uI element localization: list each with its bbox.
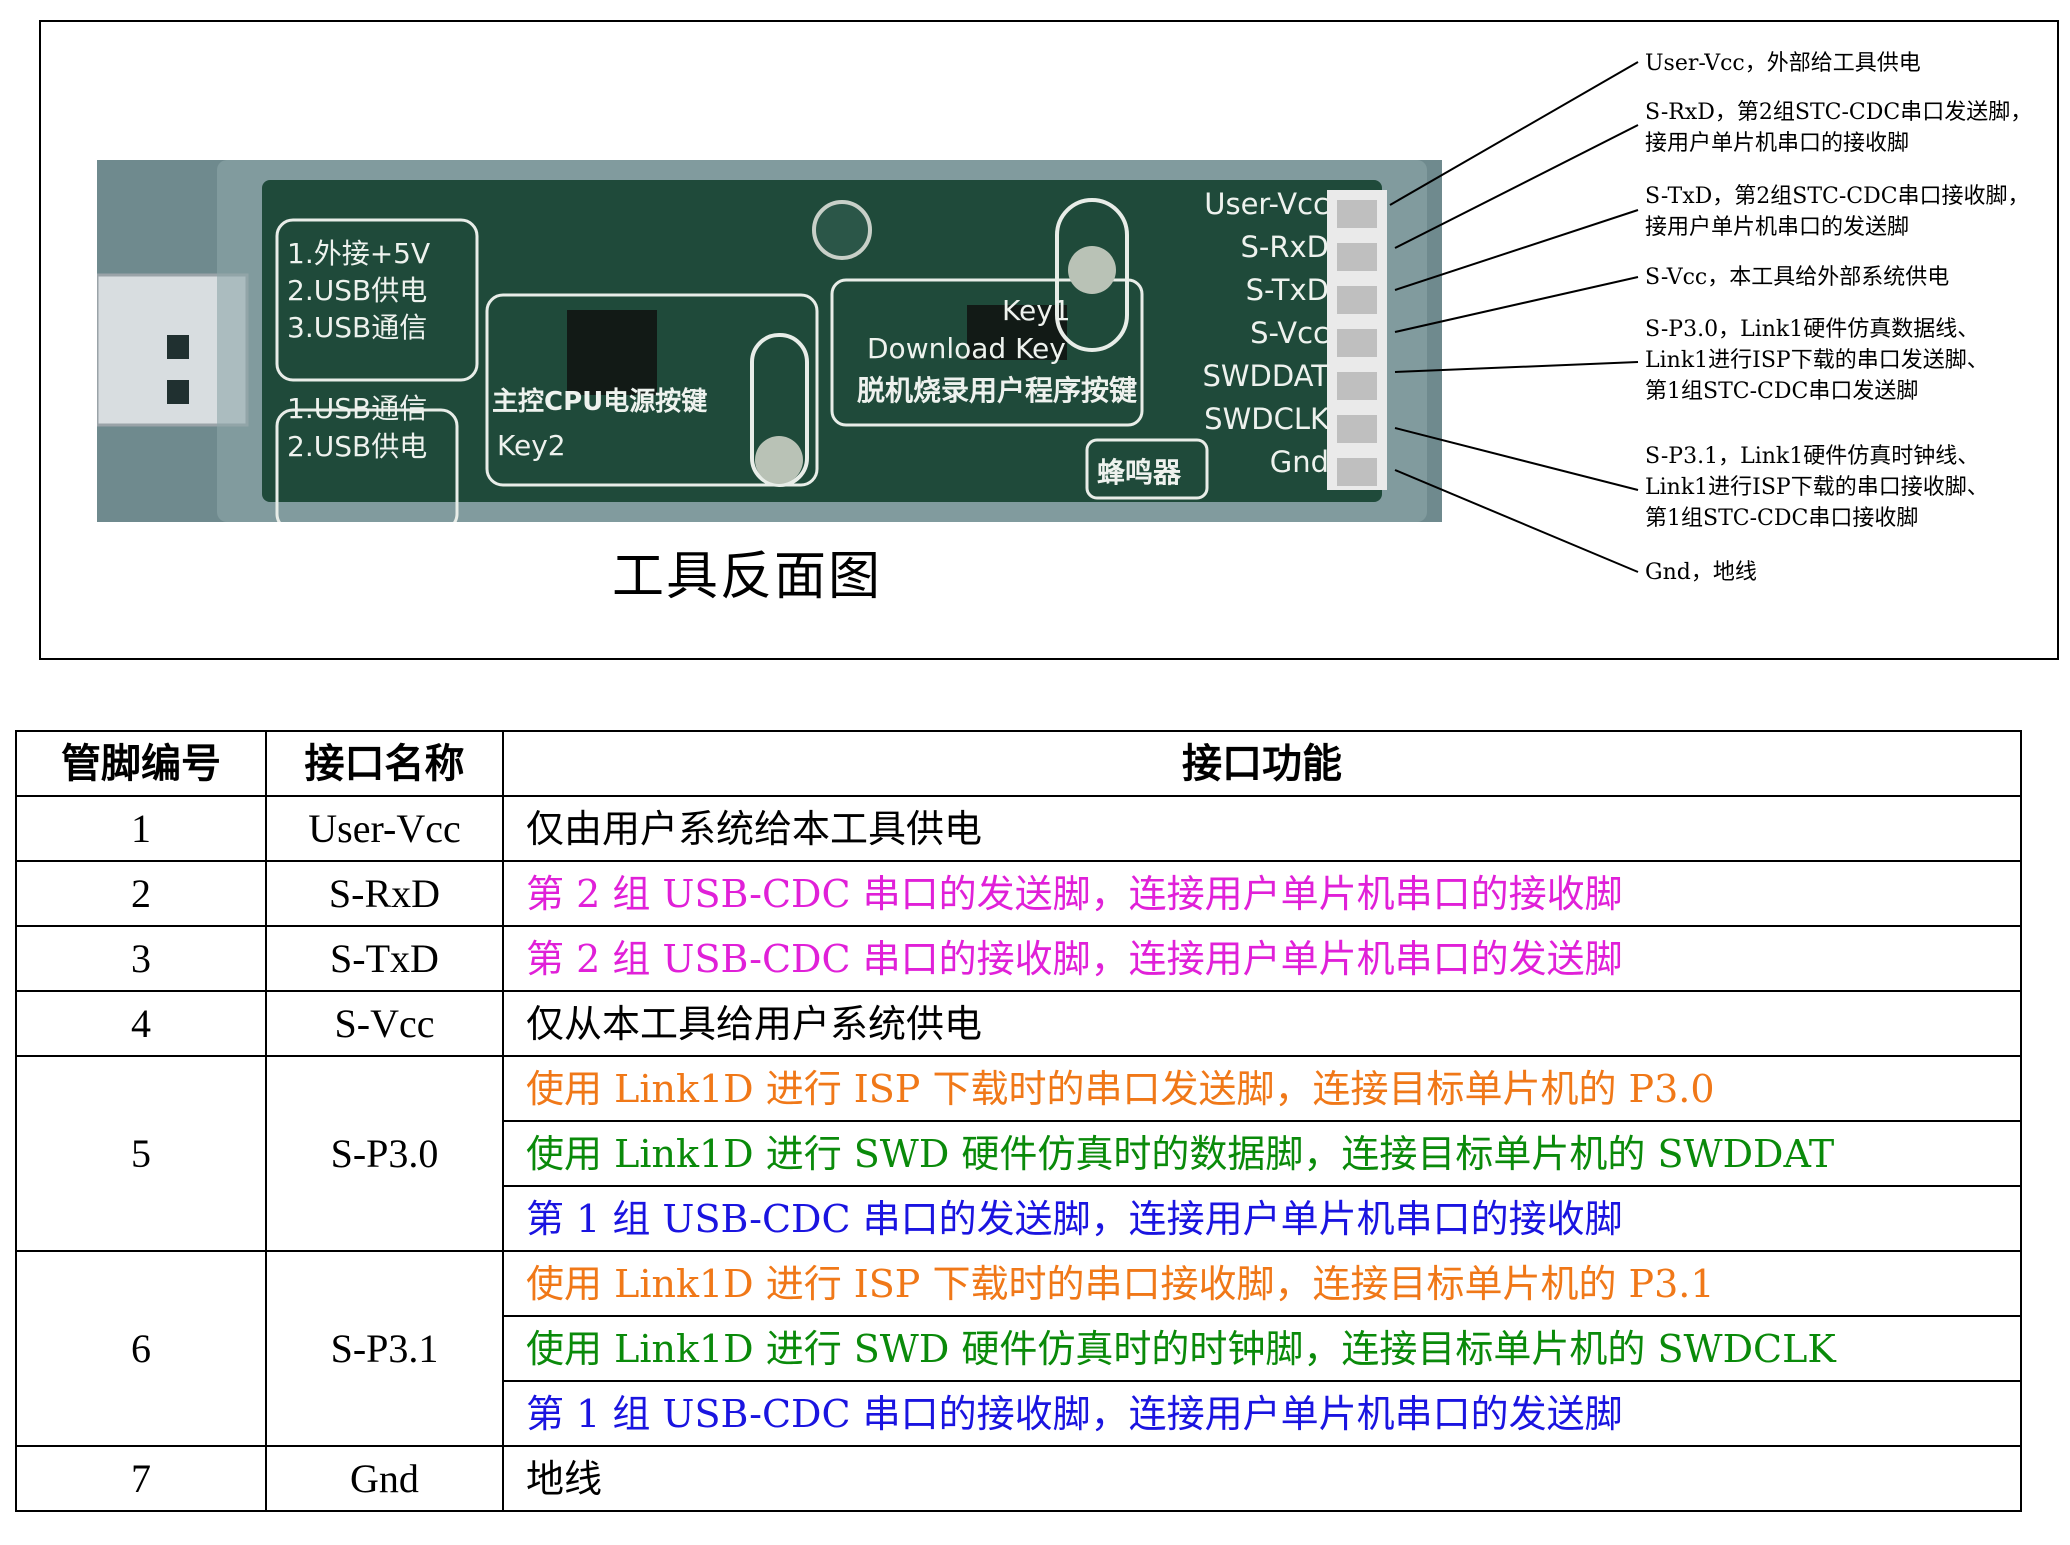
- interface-function-cell: 使用 Link1D 进行 SWD 硬件仿真时的时钟脚，连接目标单片机的 SWDC…: [502, 1315, 2022, 1382]
- interface-function-cell: 仅从本工具给用户系统供电: [502, 990, 2022, 1057]
- board-pin-user-vcc: User-Vcc: [1204, 187, 1329, 221]
- interface-name-cell: Gnd: [265, 1445, 504, 1512]
- interface-name-cell: User-Vcc: [265, 795, 504, 862]
- interface-name-cell: S-P3.1: [265, 1250, 504, 1447]
- pin-number-cell: 4: [15, 990, 267, 1057]
- device-photo: 1.外接+5V 2.USB供电 3.USB通信 1.USB通信 2.USB供电 …: [97, 160, 1442, 522]
- callout-s-p31: S-P3.1，Link1硬件仿真时钟线、 Link1进行ISP下载的串口接收脚、…: [1645, 444, 1989, 531]
- board-pin-gnd: Gnd: [1270, 445, 1329, 479]
- interface-function-cell: 使用 Link1D 进行 ISP 下载时的串口发送脚，连接目标单片机的 P3.0: [502, 1055, 2022, 1122]
- board-label-power-2: 2.USB供电: [287, 274, 427, 307]
- pin-number-cell: 3: [15, 925, 267, 992]
- board-label-download-key: Download Key: [867, 332, 1066, 365]
- callout-s-rxd: S-RxD，第2组STC-CDC串口发送脚， 接用户单片机串口的接收脚: [1645, 100, 2033, 156]
- board-pin-s-rxd: S-RxD: [1240, 230, 1329, 264]
- callout-s-txd: S-TxD，第2组STC-CDC串口接收脚， 接用户单片机串口的发送脚: [1645, 184, 2030, 240]
- board-pin-swddat: SWDDAT: [1202, 359, 1329, 393]
- interface-function-cell: 仅由用户系统给本工具供电: [502, 795, 2022, 862]
- board-label-power-1: 1.外接+5V: [287, 237, 430, 270]
- pin-number-cell: 6: [15, 1250, 267, 1447]
- interface-function-cell: 第 2 组 USB-CDC 串口的接收脚，连接用户单片机串口的发送脚: [502, 925, 2022, 992]
- board-pin-s-txd: S-TxD: [1246, 273, 1329, 307]
- table-row: 使用 Link1D 进行 SWD 硬件仿真时的数据脚，连接目标单片机的 SWDD…: [16, 1120, 2022, 1187]
- board-label-usb-1: 1.USB通信: [287, 392, 427, 425]
- figure-frame: [39, 20, 2059, 660]
- interface-function-cell: 使用 Link1D 进行 SWD 硬件仿真时的数据脚，连接目标单片机的 SWDD…: [502, 1120, 2022, 1187]
- callout-s-vcc: S-Vcc，本工具给外部系统供电: [1645, 265, 1950, 290]
- pin-number-cell: 1: [15, 795, 267, 862]
- interface-name-cell: S-TxD: [265, 925, 504, 992]
- interface-function-cell: 第 1 组 USB-CDC 串口的接收脚，连接用户单片机串口的发送脚: [502, 1380, 2022, 1447]
- board-label-key2: Key2: [497, 429, 566, 462]
- interface-name-cell: S-P3.0: [265, 1055, 504, 1252]
- table-header-row: 管脚编号 接口名称 接口功能: [15, 730, 2022, 797]
- board-label-main-power-key: 主控CPU电源按键: [492, 386, 707, 417]
- interface-function-cell: 第 1 组 USB-CDC 串口的发送脚，连接用户单片机串口的接收脚: [502, 1185, 2022, 1252]
- board-label-buzzer: 蜂鸣器: [1097, 456, 1182, 489]
- pin-number-cell: 7: [15, 1445, 267, 1512]
- board-label-key1: Key1: [1002, 294, 1071, 327]
- board-label-offline-key: 脱机烧录用户程序按键: [857, 374, 1137, 407]
- table-row: 使用 Link1D 进行 SWD 硬件仿真时的时钟脚，连接目标单片机的 SWDC…: [16, 1315, 2022, 1382]
- figure-caption: 工具反面图: [612, 547, 883, 607]
- interface-function-cell: 第 2 组 USB-CDC 串口的发送脚，连接用户单片机串口的接收脚: [502, 860, 2022, 927]
- header-pin-number: 管脚编号: [15, 730, 267, 797]
- interface-function-cell: 地线: [502, 1445, 2022, 1512]
- table-row: 第 1 组 USB-CDC 串口的发送脚，连接用户单片机串口的接收脚: [16, 1185, 2022, 1252]
- pin-number-cell: 2: [15, 860, 267, 927]
- board-pin-swdclk: SWDCLK: [1204, 402, 1330, 436]
- board-pin-s-vcc: S-Vcc: [1250, 316, 1329, 350]
- interface-function-cell: 使用 Link1D 进行 ISP 下载时的串口接收脚，连接目标单片机的 P3.1: [502, 1250, 2022, 1317]
- table-row: 第 1 组 USB-CDC 串口的接收脚，连接用户单片机串口的发送脚: [16, 1380, 2022, 1447]
- header-interface-name: 接口名称: [265, 730, 504, 797]
- interface-name-cell: S-RxD: [265, 860, 504, 927]
- board-label-usb-2: 2.USB供电: [287, 430, 427, 463]
- pin-number-cell: 5: [15, 1055, 267, 1252]
- interface-name-cell: S-Vcc: [265, 990, 504, 1057]
- callout-gnd: Gnd，地线: [1645, 560, 1757, 585]
- board-label-power-3: 3.USB通信: [287, 311, 427, 344]
- callout-user-vcc: User-Vcc，外部给工具供电: [1645, 51, 1921, 76]
- callout-s-p30: S-P3.0，Link1硬件仿真数据线、 Link1进行ISP下载的串口发送脚、…: [1645, 317, 1989, 404]
- header-interface-function: 接口功能: [502, 730, 2022, 797]
